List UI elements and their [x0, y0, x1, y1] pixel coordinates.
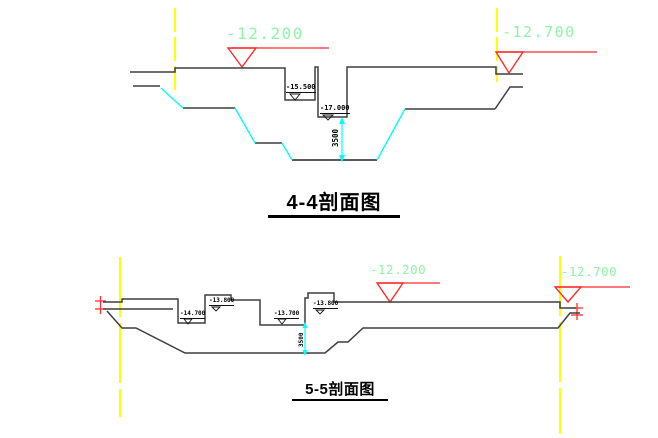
elevation-marker-triangle-icon: [226, 47, 258, 69]
pit-elevation-label: -13.700: [274, 310, 300, 319]
depth-dimension-text: 3500: [298, 332, 305, 347]
pit-elevation-label: -15.500: [286, 83, 316, 93]
ground-elevation-left-55: -12.200: [370, 262, 427, 277]
level-symbol-icon: [277, 318, 287, 325]
elevation-marker-triangle-icon: [375, 282, 405, 304]
dimension-arrow-icon: [339, 117, 345, 124]
level-symbol-icon: [183, 318, 193, 325]
ground-elevation-right-55: -12.700: [561, 264, 618, 279]
dimension-arrow-icon: [339, 155, 345, 162]
level-symbol-icon: [210, 306, 222, 312]
dimension-arrow-icon: [302, 350, 308, 356]
ground-elevation-left-44: -12.200: [226, 24, 304, 43]
slope-line: [160, 87, 184, 109]
slope-right-upper: [494, 86, 523, 110]
axis-cross-icon: [571, 303, 583, 320]
dimension-arrow-icon: [302, 322, 308, 328]
ground-elevation-right-44: -12.700: [502, 23, 576, 41]
level-symbol-icon: [289, 93, 301, 101]
depth-dimension-text: 3500: [331, 128, 340, 147]
ground-profile: [103, 292, 576, 326]
section-44-title: 4-4剖面图: [268, 193, 400, 218]
slope-line: [376, 108, 406, 161]
elevation-marker-triangle-icon: [494, 51, 525, 75]
ground-profile: [130, 66, 523, 118]
section-55-linework: 3500: [95, 256, 630, 434]
section-44-linework: 3500: [130, 8, 597, 162]
level-symbol-icon: [314, 309, 326, 315]
slope-line: [281, 142, 293, 161]
pit-elevation-label: -13.800: [313, 300, 339, 309]
pit-elevation-label: -17.000: [320, 104, 350, 114]
pit-elevation-label: -14.700: [180, 310, 206, 319]
slope-line: [234, 107, 256, 144]
pit-elevation-label: -13.800: [209, 297, 235, 306]
section-55-title: 5-5剖面图: [292, 382, 388, 401]
axis-cross-icon: [95, 296, 106, 314]
excavation-profile: [106, 310, 580, 354]
level-symbol-icon: [321, 114, 335, 121]
elevation-marker-triangle-icon: [553, 286, 583, 304]
